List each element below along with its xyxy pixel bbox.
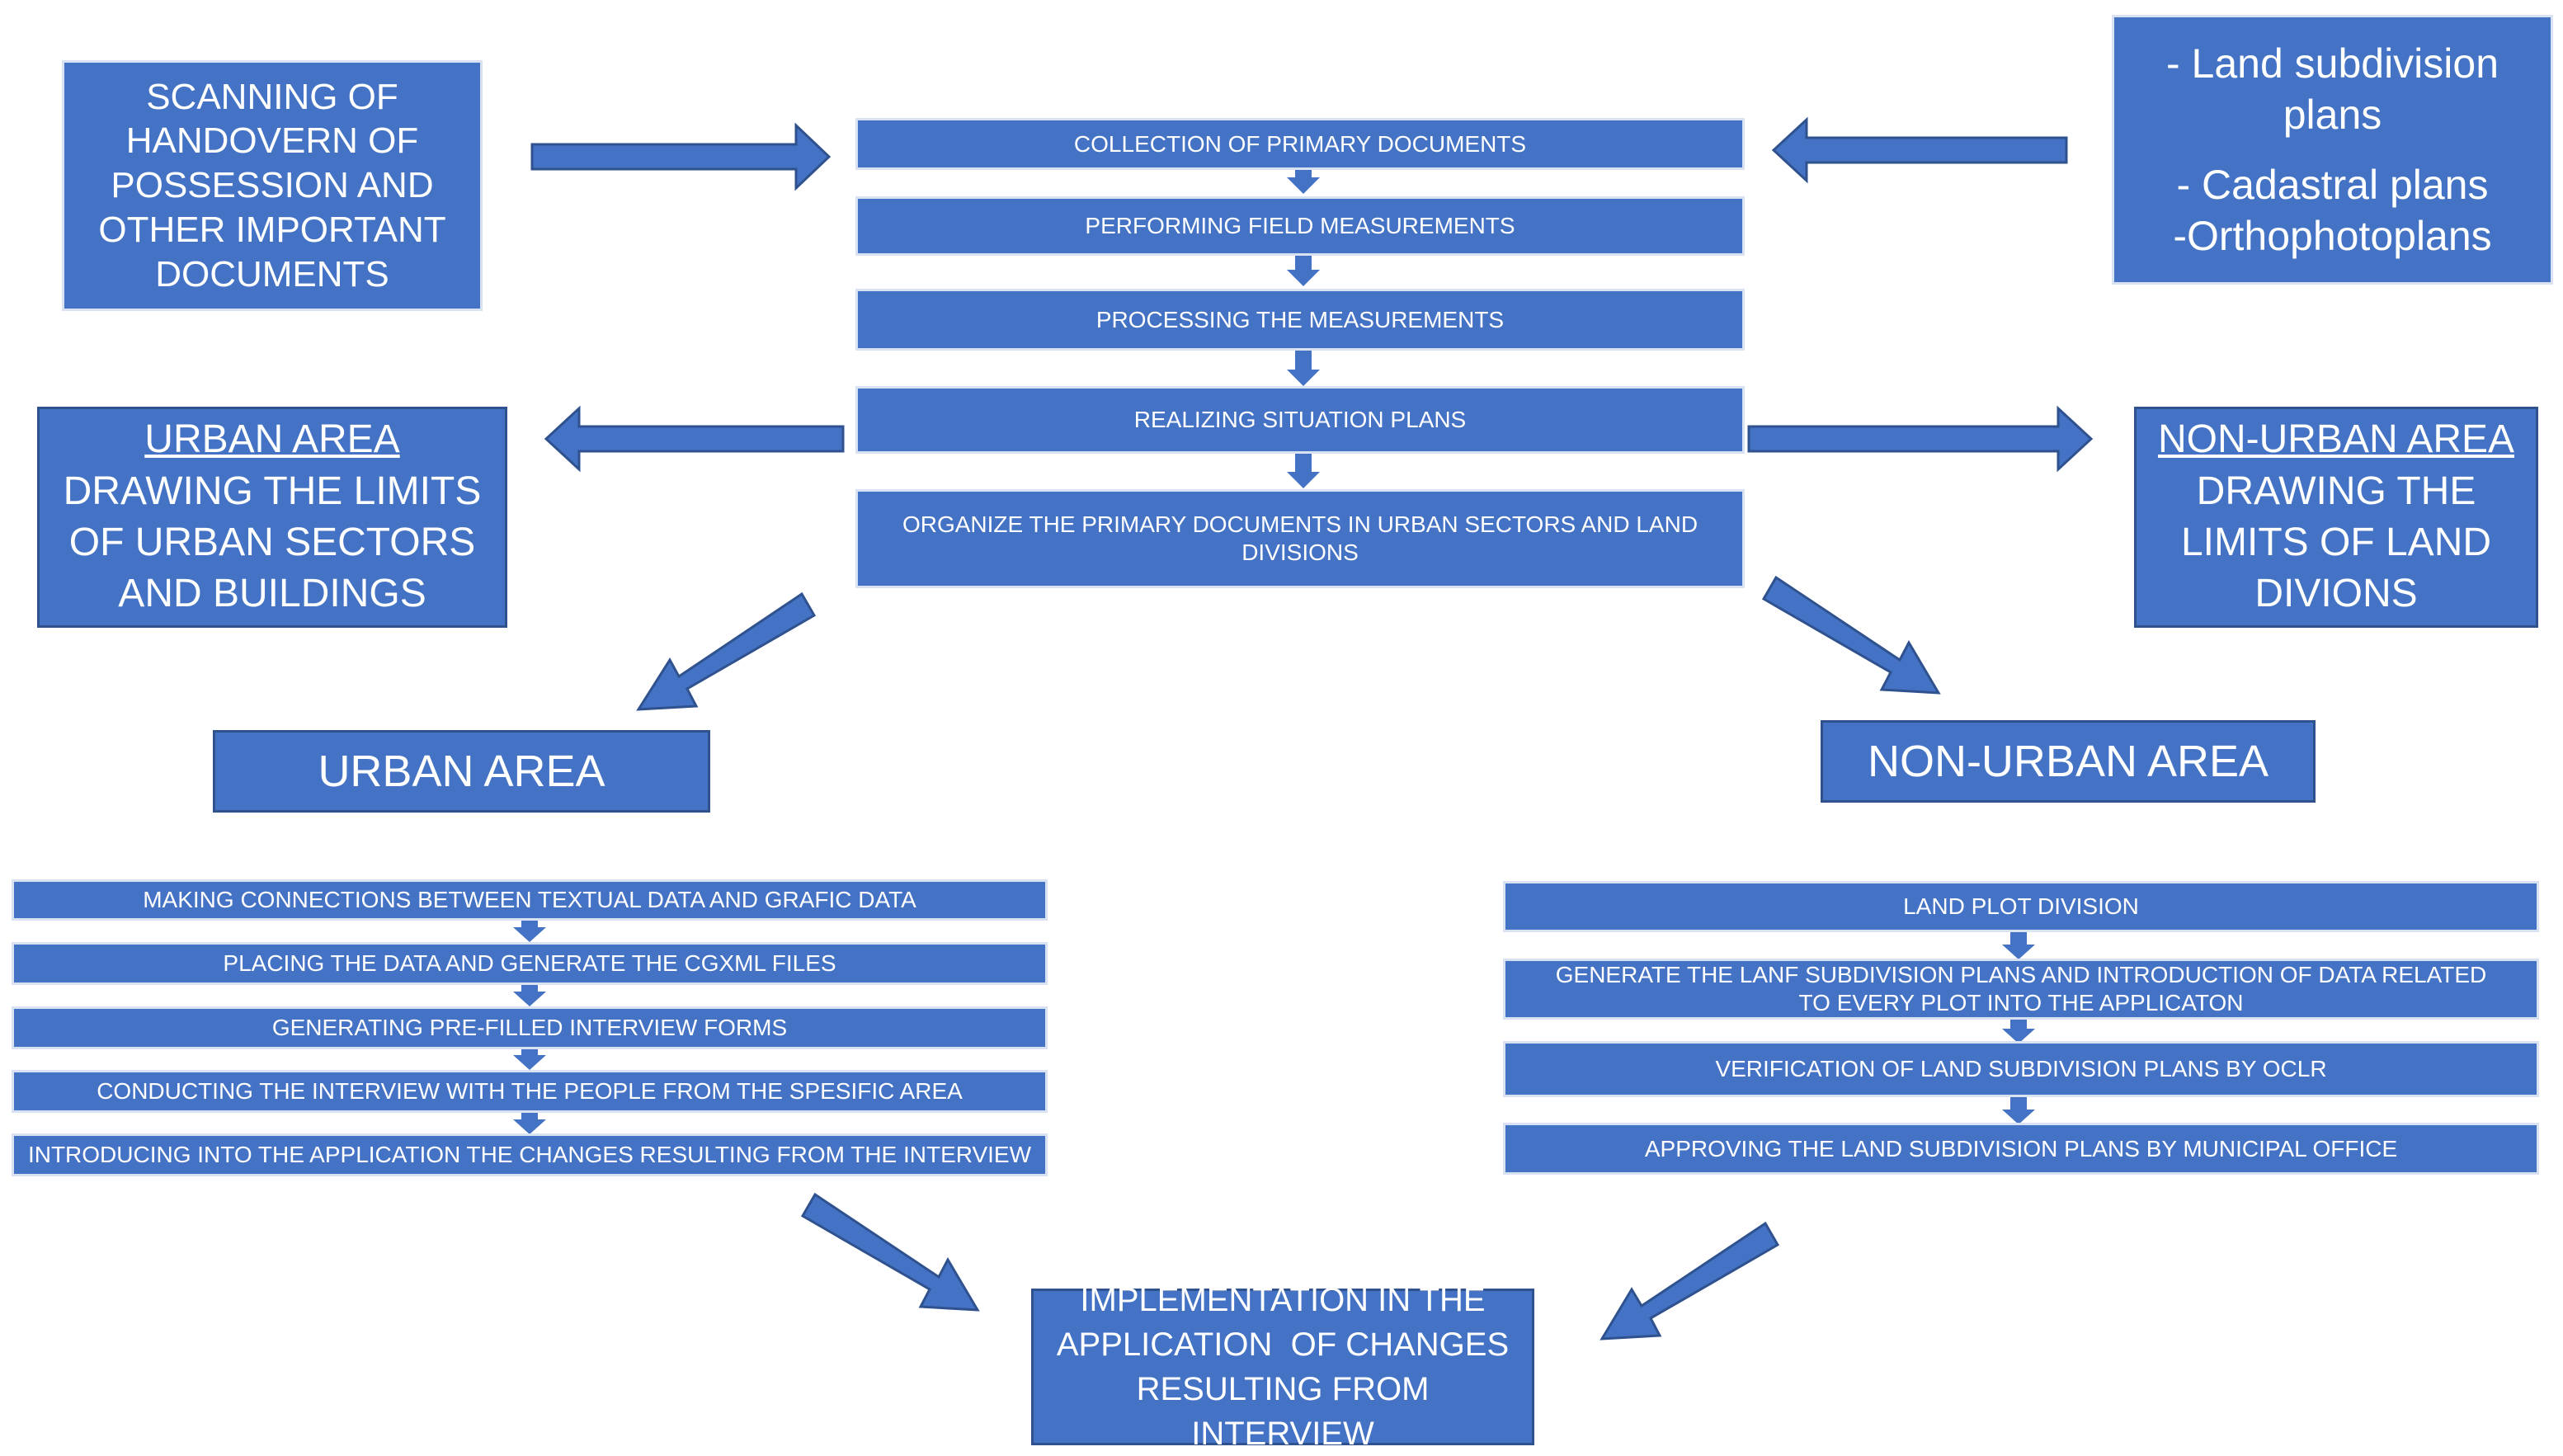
- connector-arrow: [513, 917, 546, 942]
- nonurban-step-verification: VERIFICATION OF LAND SUBDIVISION PLANS B…: [1503, 1041, 2539, 1097]
- urban-area-label: URBAN AREA: [318, 746, 605, 796]
- box-line: AND BUILDINGS: [118, 572, 426, 616]
- box-line: DIVIONS: [2254, 572, 2418, 616]
- box-line: LIMITS OF LAND: [2180, 521, 2492, 564]
- arrow-down-right-to-nonurban-area: [1761, 575, 1941, 695]
- step-label: PERFORMING FIELD MEASUREMENTS: [1085, 213, 1515, 239]
- arrow-down-right-to-implementation: [800, 1192, 980, 1312]
- box-line: DOCUMENTS: [155, 253, 389, 294]
- connector-arrow: [2002, 931, 2035, 959]
- source-plans-box: - Land subdivision plans - Cadastral pla…: [2112, 15, 2553, 285]
- nonurban-limits-heading: NON-URBAN AREA: [2157, 417, 2515, 462]
- connector-arrow: [513, 1045, 546, 1070]
- scanning-documents-box: SCANNING OF HANDOVERN OF POSSESSION AND …: [62, 60, 483, 311]
- box-line: DRAWING THE LIMITS: [63, 469, 482, 513]
- step-field-measurements: PERFORMING FIELD MEASUREMENTS: [855, 196, 1745, 256]
- nonurban-area-label: NON-URBAN AREA: [1867, 736, 2269, 786]
- box-line: SCANNING OF: [146, 76, 398, 117]
- box-line: IMPLEMENTATION IN THE: [1080, 1282, 1486, 1318]
- arrow-left-to-urban-limits: [544, 405, 845, 473]
- nonurban-step-generate-plans: GENERATE THE LANF SUBDIVISION PLANS AND …: [1503, 959, 2539, 1020]
- box-line: RESULTING FROM INTERVIEW: [1136, 1371, 1430, 1452]
- box-line: POSSESSION AND: [111, 165, 434, 206]
- nonurban-step-plot-division: LAND PLOT DIVISION: [1503, 881, 2539, 932]
- step-label: COLLECTION OF PRIMARY DOCUMENTS: [1073, 130, 1527, 157]
- connector-arrow: [1287, 165, 1320, 194]
- box-line: OTHER IMPORTANT: [98, 209, 446, 250]
- box-line: DRAWING THE: [2196, 469, 2476, 513]
- connector-arrow: [2002, 1095, 2035, 1124]
- arrow-right-to-collection: [530, 122, 832, 191]
- step-label: GENERATE THE LANF SUBDIVISION PLANS AND …: [1555, 962, 2487, 1015]
- arrow-down-left-to-implementation: [1600, 1221, 1780, 1341]
- box-line: HANDOVERN OF: [125, 120, 419, 162]
- step-collection: COLLECTION OF PRIMARY DOCUMENTS: [855, 118, 1745, 170]
- urban-step-introduce-changes: INTRODUCING INTO THE APPLICATION THE CHA…: [12, 1133, 1048, 1176]
- step-processing: PROCESSING THE MEASUREMENTS: [855, 289, 1745, 351]
- box-line: -Orthophotoplans: [2173, 213, 2492, 259]
- box-line: plans: [2283, 92, 2382, 138]
- step-label: MAKING CONNECTIONS BETWEEN TEXTUAL DATA …: [143, 887, 916, 913]
- connector-arrow: [2002, 1016, 2035, 1044]
- step-label: ORGANIZE THE PRIMARY DOCUMENTS IN URBAN …: [902, 511, 1698, 565]
- nonurban-step-approval: APPROVING THE LAND SUBDIVISION PLANS BY …: [1503, 1123, 2539, 1175]
- nonurban-limits-box: NON-URBAN AREA DRAWING THE LIMITS OF LAN…: [2134, 407, 2538, 628]
- arrow-down-left-to-urban-area: [636, 591, 817, 711]
- implementation-box: IMPLEMENTATION IN THE APPLICATION OF CHA…: [1031, 1282, 1534, 1452]
- box-line: - Cadastral plans: [2176, 161, 2489, 208]
- urban-area-title: URBAN AREA: [213, 730, 710, 813]
- step-organize-documents: ORGANIZE THE PRIMARY DOCUMENTS IN URBAN …: [855, 489, 1745, 588]
- arrow-left-to-collection: [1771, 116, 2068, 184]
- step-label: CONDUCTING THE INTERVIEW WITH THE PEOPLE…: [97, 1078, 963, 1105]
- urban-step-interview-forms: GENERATING PRE-FILLED INTERVIEW FORMS: [12, 1006, 1048, 1049]
- urban-step-cgxml: PLACING THE DATA AND GENERATE THE CGXML …: [12, 942, 1048, 985]
- step-situation-plans: REALIZING SITUATION PLANS: [855, 386, 1745, 454]
- nonurban-area-title: NON-URBAN AREA: [1821, 720, 2316, 803]
- step-label: VERIFICATION OF LAND SUBDIVISION PLANS B…: [1715, 1056, 2327, 1082]
- box-line: - Land subdivision: [2165, 40, 2499, 87]
- arrow-right-to-nonurban-limits: [1747, 405, 2094, 473]
- connector-arrow: [1287, 346, 1320, 386]
- step-label: LAND PLOT DIVISION: [1903, 893, 2139, 920]
- step-label: REALIZING SITUATION PLANS: [1133, 407, 1467, 433]
- step-label: INTRODUCING INTO THE APPLICATION THE CHA…: [27, 1142, 1032, 1168]
- box-line: OF URBAN SECTORS: [68, 521, 476, 564]
- connector-arrow: [1287, 450, 1320, 488]
- box-line: APPLICATION OF CHANGES: [1056, 1326, 1510, 1363]
- urban-limits-heading: URBAN AREA: [144, 417, 400, 462]
- step-label: APPROVING THE LAND SUBDIVISION PLANS BY …: [1644, 1135, 2398, 1162]
- step-label: GENERATING PRE-FILLED INTERVIEW FORMS: [271, 1015, 788, 1041]
- step-label: PROCESSING THE MEASUREMENTS: [1095, 306, 1505, 332]
- connector-arrow: [513, 982, 546, 1006]
- connector-arrow: [513, 1110, 546, 1134]
- urban-step-connections: MAKING CONNECTIONS BETWEEN TEXTUAL DATA …: [12, 879, 1048, 921]
- urban-limits-box: URBAN AREA DRAWING THE LIMITS OF URBAN S…: [37, 407, 507, 628]
- connector-arrow: [1287, 252, 1320, 286]
- urban-step-conduct-interview: CONDUCTING THE INTERVIEW WITH THE PEOPLE…: [12, 1070, 1048, 1113]
- step-label: PLACING THE DATA AND GENERATE THE CGXML …: [223, 950, 836, 977]
